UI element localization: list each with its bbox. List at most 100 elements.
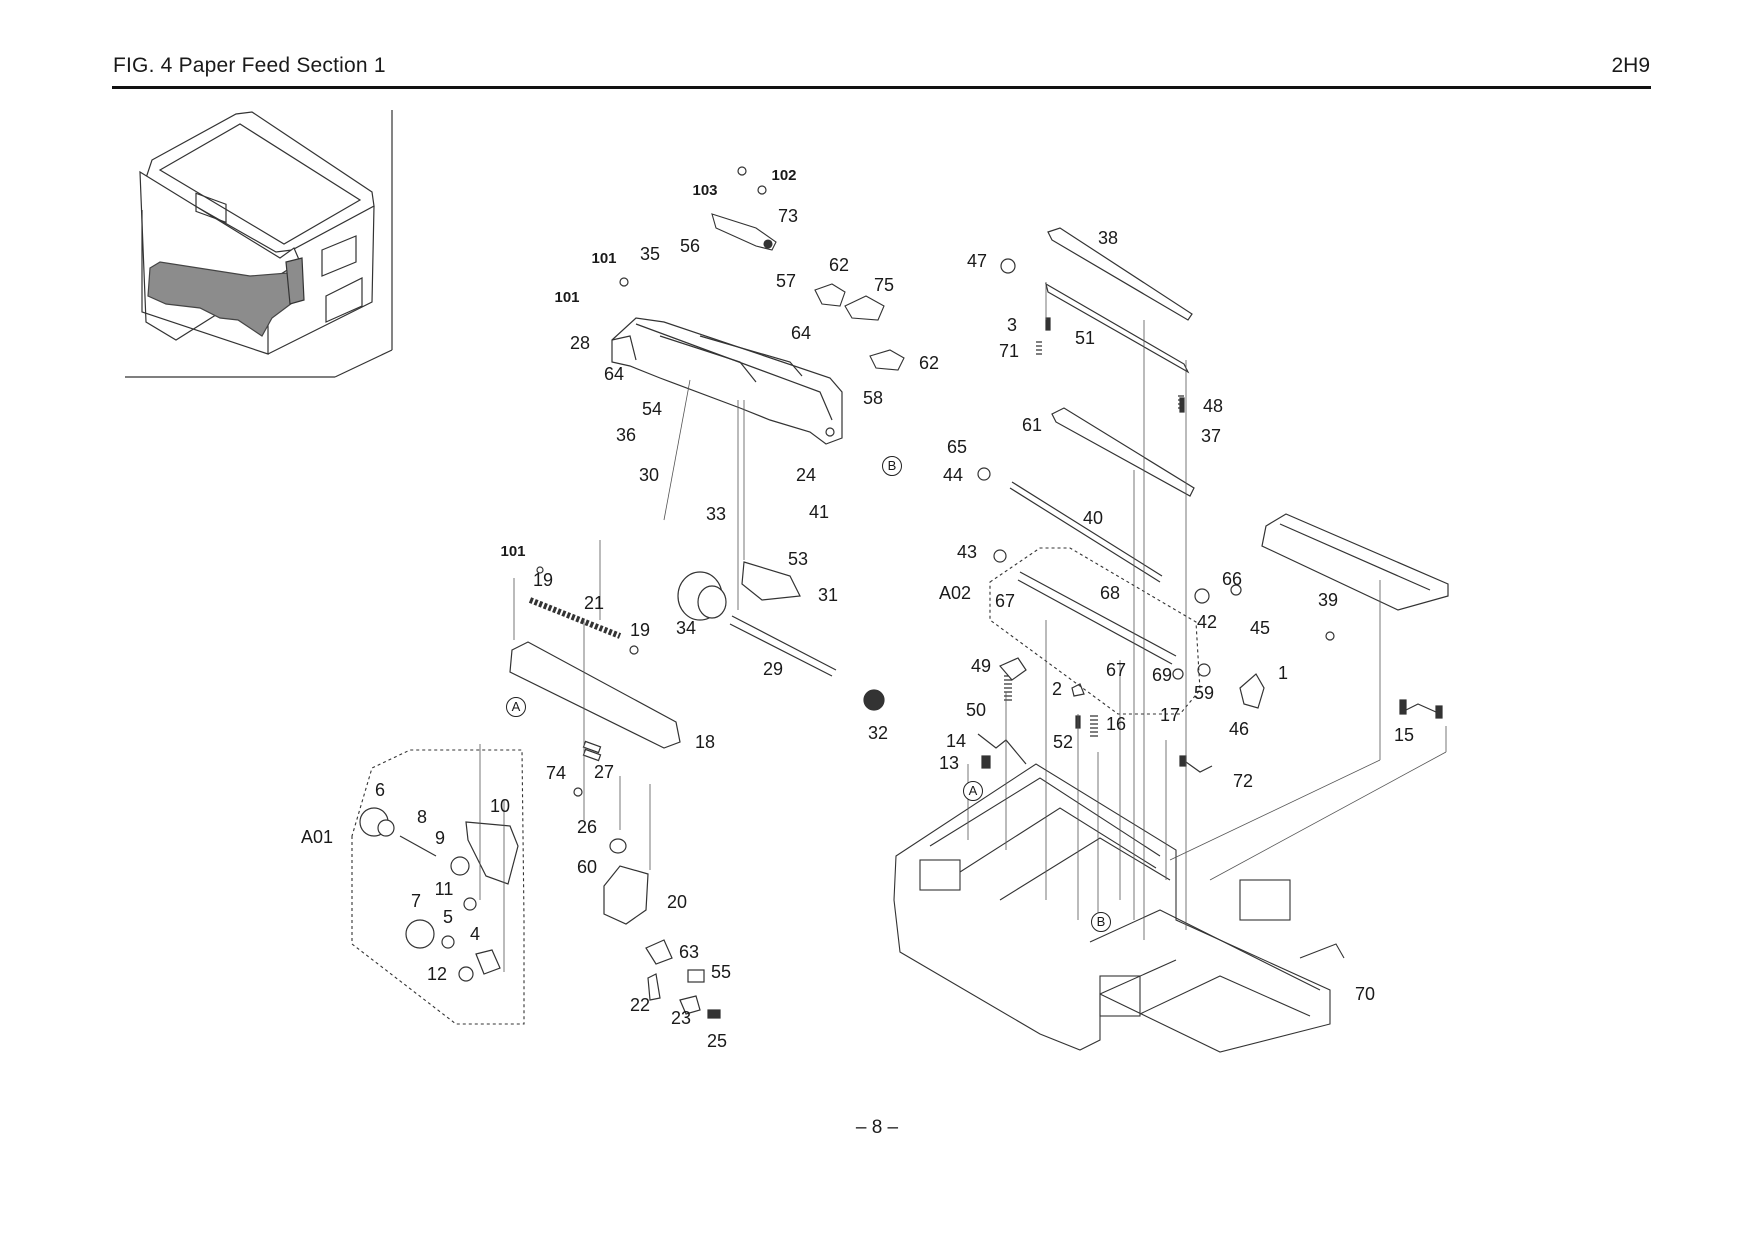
part-number-callout: 67 [994, 591, 1016, 611]
part-number-callout: 6 [374, 780, 386, 800]
part-number-callout: 3 [1006, 315, 1018, 335]
part-number-callout: 63 [678, 942, 700, 962]
part-number-callout: 56 [679, 236, 701, 256]
page-number: – 8 – [855, 1117, 899, 1138]
part-number-callout: 101 [591, 250, 617, 267]
part-number-callout: 42 [1196, 612, 1218, 632]
main-frame [893, 763, 1345, 1053]
pad-holders [814, 283, 905, 371]
separation-unit-18 [509, 597, 681, 762]
part-number-callout: 8 [416, 807, 428, 827]
part-number-callout: 9 [434, 828, 446, 848]
small-parts [536, 166, 1335, 797]
part-number-callout: 23 [670, 1008, 692, 1028]
model-code: 2H9 [1611, 54, 1650, 77]
reference-marker-a: A [963, 781, 983, 801]
part-number-callout: 102 [771, 167, 797, 184]
part-number-callout: 74 [545, 763, 567, 783]
part-number-callout: 71 [998, 341, 1020, 361]
a01-outline [351, 749, 525, 1025]
part-number-callout: 68 [1099, 583, 1121, 603]
part-number-callout: 29 [762, 659, 784, 679]
part-number-callout: 20 [666, 892, 688, 912]
part-number-callout: 5 [442, 907, 454, 927]
part-number-callout: 69 [1151, 665, 1173, 685]
shafts-and-guides [1009, 227, 1195, 665]
part-number-callout: 31 [817, 585, 839, 605]
part-number-callout: 19 [532, 570, 554, 590]
pickup-assembly [677, 561, 885, 711]
part-number-callout: 61 [1021, 415, 1043, 435]
part-number-callout: 55 [710, 962, 732, 982]
part-number-callout: 14 [945, 731, 967, 751]
part-number-callout: 65 [946, 437, 968, 457]
reference-marker-b: B [882, 456, 902, 476]
part-number-callout: 15 [1393, 725, 1415, 745]
reference-marker-a: A [506, 697, 526, 717]
part-number-callout: 36 [615, 425, 637, 445]
part-number-callout: 37 [1200, 426, 1222, 446]
part-number-callout: 4 [469, 924, 481, 944]
part-number-callout: 33 [705, 504, 727, 524]
part-number-callout: 12 [426, 964, 448, 984]
part-number-callout: 7 [410, 891, 422, 911]
part-number-callout: 16 [1105, 714, 1127, 734]
part-number-callout: 60 [576, 857, 598, 877]
part-number-callout: 103 [692, 182, 718, 199]
part-number-callout: 38 [1097, 228, 1119, 248]
part-number-callout: 62 [828, 255, 850, 275]
part-number-callout: 49 [970, 656, 992, 676]
assembly-label: A01 [300, 827, 334, 847]
part-number-callout: 45 [1249, 618, 1271, 638]
part-number-callout: 48 [1202, 396, 1224, 416]
assembly-label: A02 [938, 583, 972, 603]
part-number-callout: 64 [790, 323, 812, 343]
part-number-callout: 53 [787, 549, 809, 569]
part-number-callout: 72 [1232, 771, 1254, 791]
part-number-callout: 101 [554, 289, 580, 306]
part-number-callout: 10 [489, 796, 511, 816]
part-number-callout: 18 [694, 732, 716, 752]
part-number-callout: 30 [638, 465, 660, 485]
part-number-callout: 27 [593, 762, 615, 782]
part-number-callout: 101 [500, 543, 526, 560]
part-number-callout: 40 [1082, 508, 1104, 528]
part-number-callout: 58 [862, 388, 884, 408]
part-number-callout: 41 [808, 502, 830, 522]
a01-parts [359, 807, 519, 982]
figure-title: FIG. 4 Paper Feed Section 1 [113, 54, 386, 77]
part-number-callout: 19 [629, 620, 651, 640]
part-number-callout: 44 [942, 465, 964, 485]
part-number-callout: 64 [603, 364, 625, 384]
part-number-callout: 39 [1317, 590, 1339, 610]
part-number-callout: 75 [873, 275, 895, 295]
part-number-callout: 32 [867, 723, 889, 743]
part-number-callout: 73 [777, 206, 799, 226]
reference-marker-b: B [1091, 912, 1111, 932]
part-number-callout: 2 [1051, 679, 1063, 699]
part-number-callout: 66 [1221, 569, 1243, 589]
part-number-callout: 59 [1193, 683, 1215, 703]
leader-lines [479, 282, 1447, 972]
part-number-callout: 52 [1052, 732, 1074, 752]
exit-tray-39 [1261, 513, 1449, 611]
part-number-callout: 1 [1277, 663, 1289, 683]
part-number-callout: 57 [775, 271, 797, 291]
part-number-callout: 25 [706, 1031, 728, 1051]
part-number-callout: 46 [1228, 719, 1250, 739]
header-rule [112, 86, 1651, 89]
part-number-callout: 26 [576, 817, 598, 837]
part-number-callout: 22 [629, 995, 651, 1015]
guide-73 [711, 213, 777, 251]
thumbnail-copier-illustration [125, 110, 393, 378]
lever-parts [603, 838, 721, 1019]
part-number-callout: 43 [956, 542, 978, 562]
part-number-callout: 28 [569, 333, 591, 353]
part-number-callout: 51 [1074, 328, 1096, 348]
part-number-callout: 34 [675, 618, 697, 638]
part-number-callout: 35 [639, 244, 661, 264]
feed-frame-28 [611, 317, 843, 445]
part-number-callout: 47 [966, 251, 988, 271]
part-number-callout: 67 [1105, 660, 1127, 680]
